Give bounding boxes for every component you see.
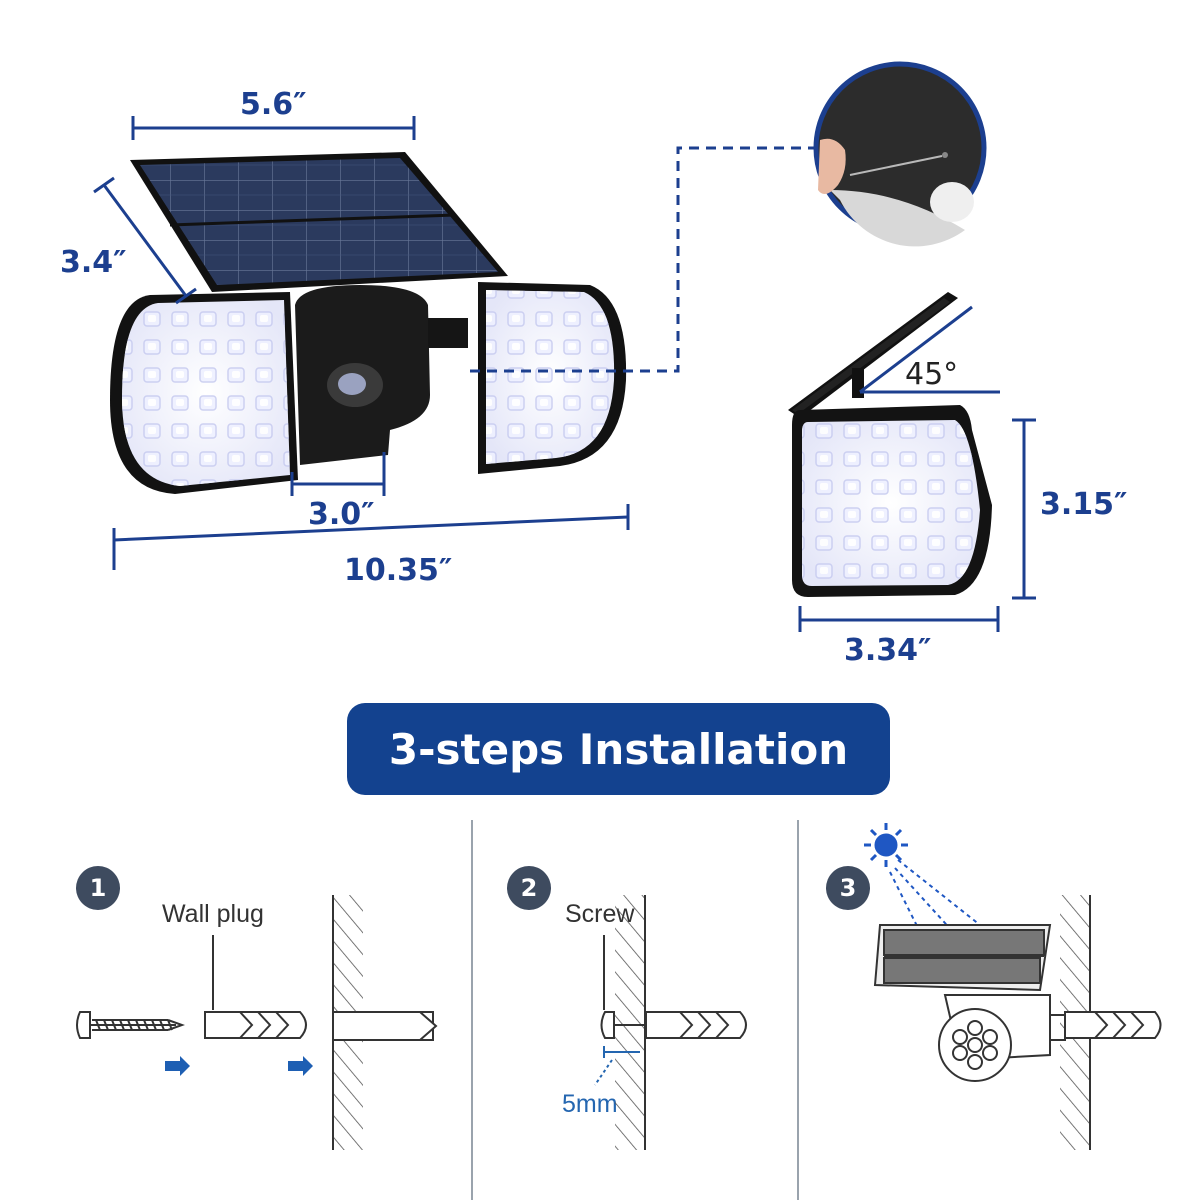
banner-title: 3-steps Installation <box>388 724 849 774</box>
dimension-panel-width: 3.0″ <box>308 497 375 532</box>
dimension-depth: 3.4″ <box>60 245 127 280</box>
dimension-lines <box>93 116 630 570</box>
solar-panel-icon <box>130 152 508 292</box>
sun-icon <box>864 823 908 867</box>
arrow-right-icon <box>165 1056 313 1076</box>
wall-hatch-3 <box>1060 895 1162 1150</box>
side-view-product <box>788 292 1000 597</box>
step-3-badge: 3 <box>826 866 870 910</box>
dimension-width-top: 5.6″ <box>240 87 307 122</box>
side-dimension-lines <box>798 418 1036 632</box>
right-light-panel <box>478 282 627 474</box>
screw-depth-label: 5mm <box>562 1090 618 1118</box>
wall-hatch-2 <box>615 895 646 1150</box>
motion-sensor-body <box>295 285 468 465</box>
dimension-head-width: 3.34″ <box>844 633 932 668</box>
sun-rays <box>889 859 981 973</box>
step-2-badge: 2 <box>507 866 551 910</box>
dimension-total-width: 10.35″ <box>344 553 453 588</box>
product-diagram <box>93 61 1036 632</box>
dimension-tilt-angle: 45° <box>905 357 959 392</box>
wall-plug-icon <box>204 935 307 1039</box>
installation-steps-diagram <box>76 823 1162 1150</box>
dimension-head-height: 3.15″ <box>1040 487 1128 522</box>
step-divider-2 <box>797 820 799 1200</box>
wall-plug-label: Wall plug <box>162 900 264 928</box>
step-divider-1 <box>471 820 473 1200</box>
installed-light <box>873 924 1066 1082</box>
left-light-panel <box>110 292 298 494</box>
depth-indicator <box>594 1046 640 1086</box>
pin-button-inset-icon <box>813 61 987 247</box>
dashed-connector <box>470 146 818 373</box>
step-1-badge: 1 <box>76 866 120 910</box>
screw-icon <box>76 1011 185 1039</box>
wall-hatch-1 <box>332 895 438 1150</box>
installation-banner: 3-steps Installation <box>347 703 890 795</box>
screw-in-plug <box>600 935 747 1039</box>
